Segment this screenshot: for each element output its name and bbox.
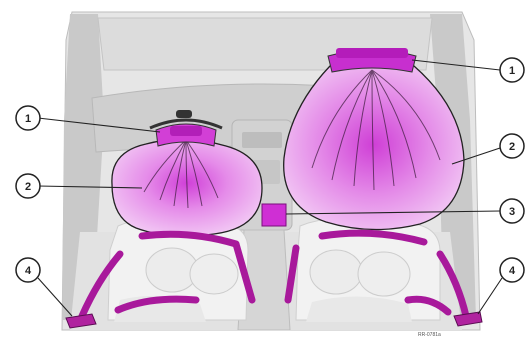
callout-1-right: 1 — [500, 58, 524, 82]
callout-label: 4 — [509, 265, 516, 277]
callout-label: 2 — [509, 141, 515, 153]
callout-4-right: 4 — [500, 258, 524, 282]
callout-label: 4 — [25, 265, 32, 277]
callout-3: 3 — [500, 199, 524, 223]
passenger-airbag-module — [328, 48, 416, 72]
callout-4-left: 4 — [16, 258, 40, 282]
callout-label: 3 — [509, 206, 515, 218]
callout-2-right: 2 — [500, 134, 524, 158]
callout-2-left: 2 — [16, 174, 40, 198]
callout-1-left: 1 — [16, 106, 40, 130]
reference-code: RR-0781a — [418, 332, 441, 338]
airbag-control-module — [262, 204, 286, 226]
callout-label: 1 — [25, 113, 31, 125]
callout-label: 1 — [509, 65, 515, 77]
passenger-airbag — [284, 66, 464, 230]
console-vent — [242, 132, 282, 148]
callout-label: 2 — [25, 181, 31, 193]
